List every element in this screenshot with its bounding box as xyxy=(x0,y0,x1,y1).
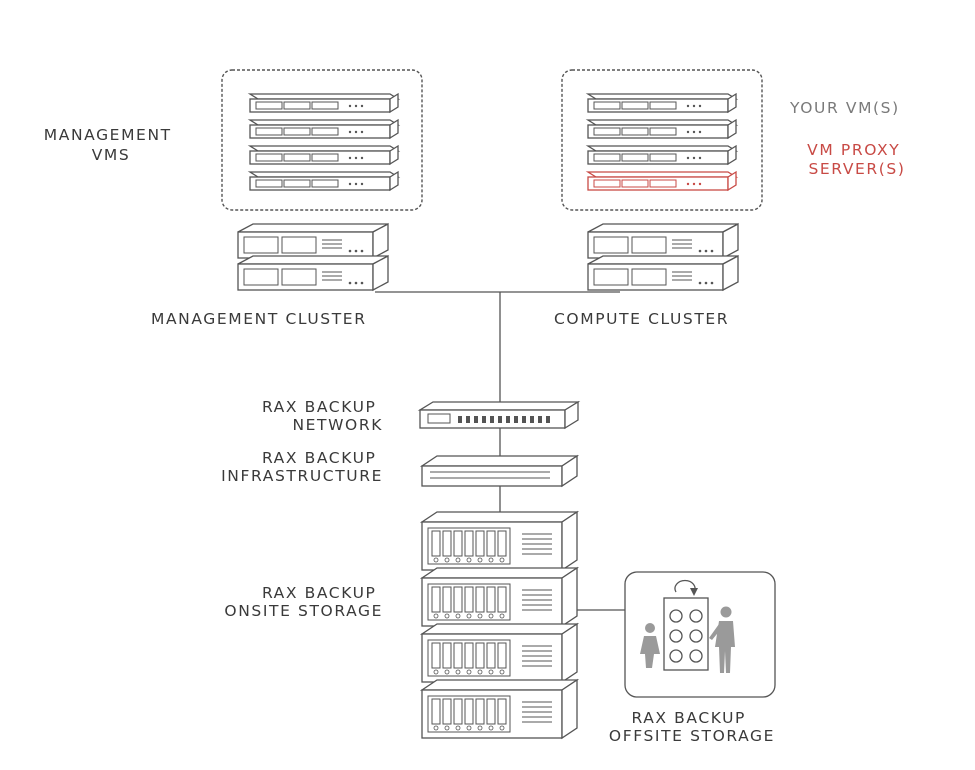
vm-proxy-icon xyxy=(585,170,739,192)
server-icon xyxy=(237,223,389,259)
vm-icon xyxy=(249,145,399,165)
server-icon xyxy=(237,255,389,291)
server-icon xyxy=(587,255,739,291)
vm-icon xyxy=(587,93,737,113)
vm-icon xyxy=(587,119,737,139)
management-cluster-label: MANAGEMENT CLUSTER xyxy=(151,310,367,328)
vm-icon xyxy=(249,119,399,139)
vm-icon xyxy=(249,93,399,113)
backup-appliance-icon xyxy=(419,454,580,488)
vm-icon xyxy=(249,171,399,191)
network-switch-icon xyxy=(417,400,581,430)
cloud-frame-icon xyxy=(561,69,763,211)
onsite-storage-stack xyxy=(421,511,578,739)
vm-icon xyxy=(587,145,737,165)
compute-cluster-label: COMPUTE CLUSTER xyxy=(554,310,729,328)
labels: MANAGEMENT VMS YOUR VM(S) VM PROXY SERVE… xyxy=(44,99,907,745)
storage-array-icon xyxy=(421,623,578,683)
person-icon xyxy=(709,606,735,673)
management-cluster xyxy=(237,223,389,291)
storage-array-icon xyxy=(421,679,578,739)
management-vms-label: MANAGEMENT VMS xyxy=(44,126,178,164)
cloud-frame-icon xyxy=(221,69,423,211)
storage-array-icon xyxy=(421,567,578,627)
connector-lines xyxy=(375,291,625,611)
compute-cluster xyxy=(587,223,739,291)
backup-network-label: RAX BACKUP NETWORK xyxy=(262,398,383,434)
offsite-storage-icon xyxy=(624,571,776,698)
server-icon xyxy=(587,223,739,259)
vm-proxy-label: VM PROXY SERVER(S) xyxy=(807,141,907,178)
compute-vms-cloud xyxy=(561,69,763,211)
management-vms-cloud xyxy=(221,69,423,211)
offsite-storage-label: RAX BACKUP OFFSITE STORAGE xyxy=(609,709,775,745)
your-vms-label: YOUR VM(S) xyxy=(789,99,900,117)
person-icon xyxy=(640,623,660,668)
onsite-storage-label: RAX BACKUP ONSITE STORAGE xyxy=(224,584,383,620)
storage-array-icon xyxy=(421,511,578,571)
backup-infrastructure-label: RAX BACKUP INFRASTRUCTURE xyxy=(221,449,383,485)
